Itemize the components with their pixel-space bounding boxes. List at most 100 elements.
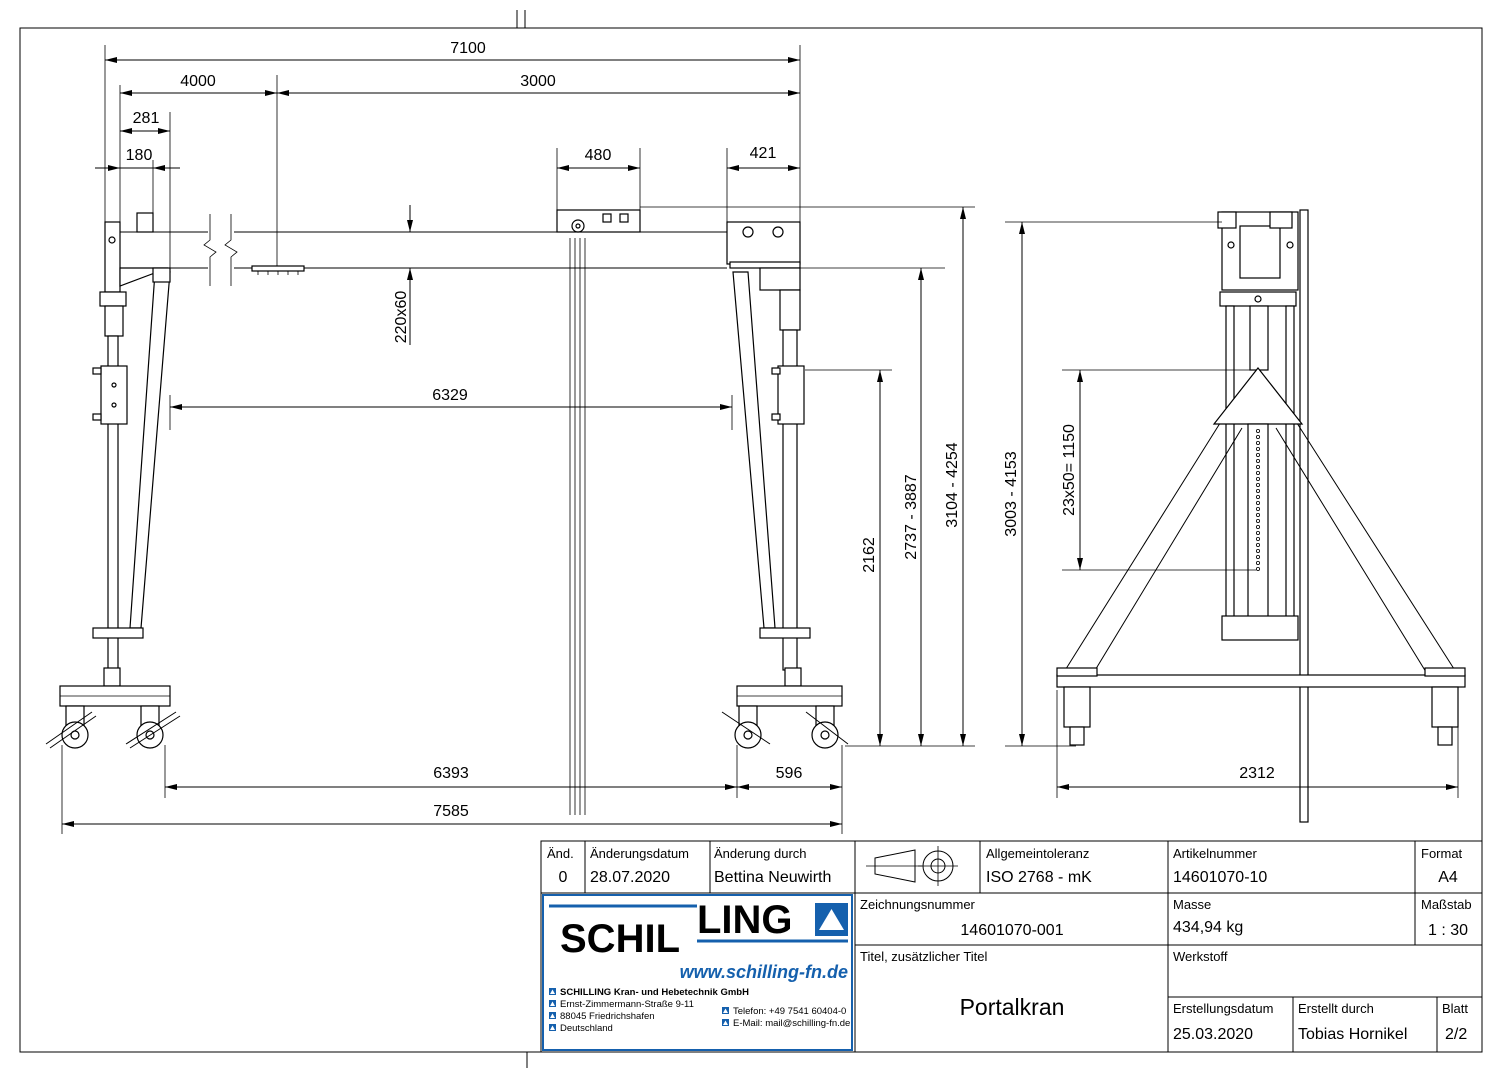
dim-trolley-width-label: 480 [585, 147, 612, 164]
dim-left-offset-outer: 281 [120, 110, 170, 134]
general-tolerance-value: ISO 2768 - mK [986, 869, 1092, 886]
adjustment-hole [1256, 561, 1261, 566]
dim-total-height-label: 3104 - 4254 [944, 442, 961, 528]
dim-overall-length: 7585 [62, 803, 842, 827]
dim-side-width: 2312 [1057, 765, 1458, 790]
dim-right-head-width: 421 [727, 145, 800, 171]
right-caster-2 [805, 705, 849, 749]
hook-block [251, 265, 305, 272]
dim-wheel-track: 6393 [165, 765, 737, 790]
dim-beam-profile-label: 220x60 [393, 291, 410, 344]
company-block: SCHIL LING www.schilling-fn.de SCHILLING… [542, 894, 853, 1051]
company-phone: Telefon: +49 7541 60404-0 [733, 1006, 846, 1017]
left-column-head [104, 221, 121, 293]
change-date-value: 28.07.2020 [590, 869, 670, 886]
adjustment-hole [1256, 555, 1261, 560]
dim-beam-height-label: 2737 - 3887 [903, 474, 920, 560]
mass-label: Masse [1173, 897, 1211, 912]
side-caster-left [1063, 686, 1091, 746]
created-date-value: 25.03.2020 [1173, 1026, 1253, 1043]
side-column-right [1285, 305, 1295, 625]
dim-base-length-label: 596 [776, 765, 803, 782]
side-view [1056, 209, 1466, 823]
dim-overall-span-label: 7100 [450, 40, 486, 57]
change-date-label: Änderungsdatum [590, 846, 689, 861]
title-block: Änd. 0 Änderungsdatum 28.07.2020 Änderun… [540, 840, 1483, 1053]
dim-hook-height: 2162 [861, 370, 883, 746]
adjustment-hole [1256, 537, 1261, 542]
adjustment-hole [1256, 543, 1261, 548]
side-rod [1299, 209, 1309, 823]
adjustment-hole [1256, 531, 1261, 536]
bullet-icon [549, 988, 556, 995]
revision-label: Änd. [547, 846, 574, 861]
hole-pattern [1256, 428, 1261, 572]
right-head-plate [726, 221, 801, 265]
trolley-wheel-icon [571, 219, 585, 233]
front-view [45, 209, 849, 815]
wheel-icon [734, 721, 762, 749]
dim-side-width-label: 2312 [1239, 765, 1275, 782]
dim-span-left: 4000 [120, 73, 277, 96]
company-logo: SCHIL LING [549, 898, 848, 961]
side-caster-right [1431, 686, 1459, 746]
dimensions: 7100 4000 3000 281 180 480 421 [62, 40, 1458, 827]
company-country: Deutschland [560, 1023, 613, 1034]
sheet-value: 2/2 [1445, 1026, 1467, 1043]
dim-wheel-track-label: 6393 [433, 765, 469, 782]
company-website: www.schilling-fn.de [680, 962, 848, 982]
right-leg [721, 221, 849, 749]
projection-symbol-icon [866, 846, 958, 886]
right-lower-clamp [759, 627, 811, 639]
dim-left-offset-inner-label: 180 [126, 147, 153, 164]
dim-beam-profile: 220x60 [393, 205, 413, 345]
dim-span-right: 3000 [277, 73, 800, 96]
side-base-beam [1056, 674, 1466, 688]
side-bottom-block [1221, 615, 1299, 641]
adjustment-hole [1256, 494, 1261, 499]
logo-text-left: SCHIL [560, 917, 680, 961]
right-caster-1 [721, 705, 771, 749]
wheel-icon [61, 721, 89, 749]
adjustment-hole [1256, 440, 1261, 445]
left-leg [45, 221, 181, 749]
sheet-label: Blatt [1442, 1001, 1468, 1016]
dim-clear-width-label: 6329 [432, 387, 468, 404]
adjustment-hole [1256, 476, 1261, 481]
main-beam [120, 212, 727, 286]
dim-total-height: 3104 - 4254 [944, 207, 966, 746]
adjustment-hole [1256, 500, 1261, 505]
adjustment-hole [1256, 452, 1261, 457]
company-name: SCHILLING Kran- und Hebetechnik GmbH [560, 987, 749, 998]
dim-beam-height: 2737 - 3887 [903, 268, 924, 746]
adjustment-hole [1256, 470, 1261, 475]
company-email: E-Mail: mail@schilling-fn.de [733, 1018, 850, 1029]
changed-by-value: Bettina Neuwirth [714, 869, 831, 886]
changed-by-label: Änderung durch [714, 846, 807, 861]
dim-side-height-label: 3003 - 4153 [1003, 451, 1020, 537]
break-line-left [203, 214, 217, 286]
adjustment-hole [1256, 488, 1261, 493]
title-label: Titel, zusätzlicher Titel [860, 949, 988, 964]
dim-overall-span: 7100 [105, 40, 800, 63]
logo-text-right: LING [697, 898, 793, 942]
bullet-icon [549, 1024, 556, 1031]
drawing-number-label: Zeichnungsnummer [860, 897, 976, 912]
mass-value: 434,94 kg [1173, 919, 1243, 936]
bullet-icon [549, 1000, 556, 1007]
beam-end-stop [136, 212, 154, 233]
dim-hole-pattern-label: 23x50= 1150 [1061, 424, 1078, 516]
material-label: Werkstoff [1173, 949, 1228, 964]
adjustment-hole [1256, 525, 1261, 530]
adjustment-hole [1256, 464, 1261, 469]
dim-base-length: 596 [737, 765, 842, 790]
adjustment-hole [1256, 428, 1261, 433]
adjustment-hole [1256, 482, 1261, 487]
trolley [556, 209, 641, 815]
wheel-icon [811, 721, 839, 749]
left-brace [129, 271, 171, 629]
created-date-label: Erstellungsdatum [1173, 1001, 1273, 1016]
adjustment-hole [1256, 513, 1261, 518]
dim-side-height: 3003 - 4153 [1003, 222, 1025, 746]
dim-right-head-width-label: 421 [750, 145, 777, 162]
